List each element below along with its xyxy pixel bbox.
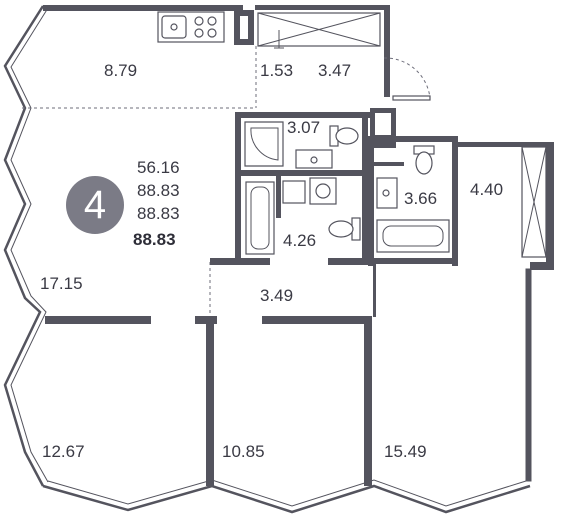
- bath-block-wall-right: [362, 112, 368, 176]
- room-label-loggia-top: 3.47: [318, 61, 352, 80]
- right-bath-wall-left: [368, 136, 374, 266]
- main-bath-wall-bottom-right: [328, 258, 368, 265]
- main-bath-wall-right: [362, 176, 368, 264]
- bottom-facade-wall: [42, 484, 531, 514]
- bath-divider: [276, 176, 281, 218]
- total-area: 88.83: [133, 230, 176, 249]
- right-bath-wall-top: [368, 136, 458, 142]
- room-label-hall: 1.53: [260, 61, 294, 80]
- room-label-corridor: 3.49: [260, 286, 294, 305]
- room-label-bedroom-middle: 10.85: [222, 442, 265, 461]
- room-label-bathroom-upper: 3.07: [287, 118, 321, 137]
- kitchen-stove: [194, 16, 217, 38]
- room-label-kitchen: 8.79: [104, 61, 138, 80]
- ventilation-box: [257, 12, 381, 47]
- bedroom-middle-top-wall: [262, 316, 372, 324]
- left-facade-wall-inner: [10, 7, 49, 483]
- bedroom-divider-right: [364, 316, 372, 486]
- bath-block-wall-mid: [235, 170, 365, 176]
- sink-main: [282, 180, 306, 204]
- room-label-living: 17.15: [40, 274, 83, 293]
- bath-block-wall-top: [235, 112, 370, 118]
- right-outer-wall: [546, 142, 554, 270]
- room-label-wardrobe: 4.40: [470, 180, 504, 199]
- wardrobe-box: [521, 146, 547, 258]
- area-without-balcony: 88.83: [137, 181, 180, 200]
- room-label-bathroom-main: 4.26: [283, 231, 317, 250]
- bedroom-divider-right-thin: [373, 263, 376, 317]
- wardrobe-top-wall: [452, 142, 552, 147]
- room-label-bedroom-right: 15.49: [384, 442, 427, 461]
- left-facade-wall: [3, 5, 45, 487]
- bathtub-right: [376, 219, 450, 253]
- main-bath-wall-bottom-left: [210, 258, 270, 265]
- right-bath-wall-mid: [374, 162, 404, 166]
- top-wall-segment: [255, 5, 385, 10]
- top-wall: [43, 5, 243, 11]
- room-label-bathroom-right: 3.66: [404, 189, 438, 208]
- bedroom-left-top-wall: [45, 316, 151, 324]
- corner-shower: [244, 121, 284, 167]
- right-bath-wall-right: [452, 136, 458, 266]
- area-with-balcony: 88.83: [137, 204, 180, 223]
- right-bottom-wall: [525, 268, 532, 482]
- living-area: 56.16: [137, 158, 180, 177]
- entrance-door-swing: [383, 57, 431, 99]
- rooms-count-badge: 4: [66, 176, 124, 234]
- right-outer-wall-step: [530, 262, 554, 270]
- bathtub-main: [245, 181, 275, 255]
- bedroom-divider-left: [206, 316, 214, 486]
- main-bath-wall-left: [235, 176, 241, 264]
- bottom-facade-wall-inner: [47, 479, 527, 507]
- entrance-door: [392, 95, 431, 101]
- right-bath-wall-bottom: [368, 258, 458, 264]
- room-label-bedroom-left: 12.67: [42, 442, 85, 461]
- bath-block-wall-left: [235, 112, 241, 176]
- kitchen-pillar-hole: [240, 16, 248, 39]
- top-right-wall: [384, 5, 390, 97]
